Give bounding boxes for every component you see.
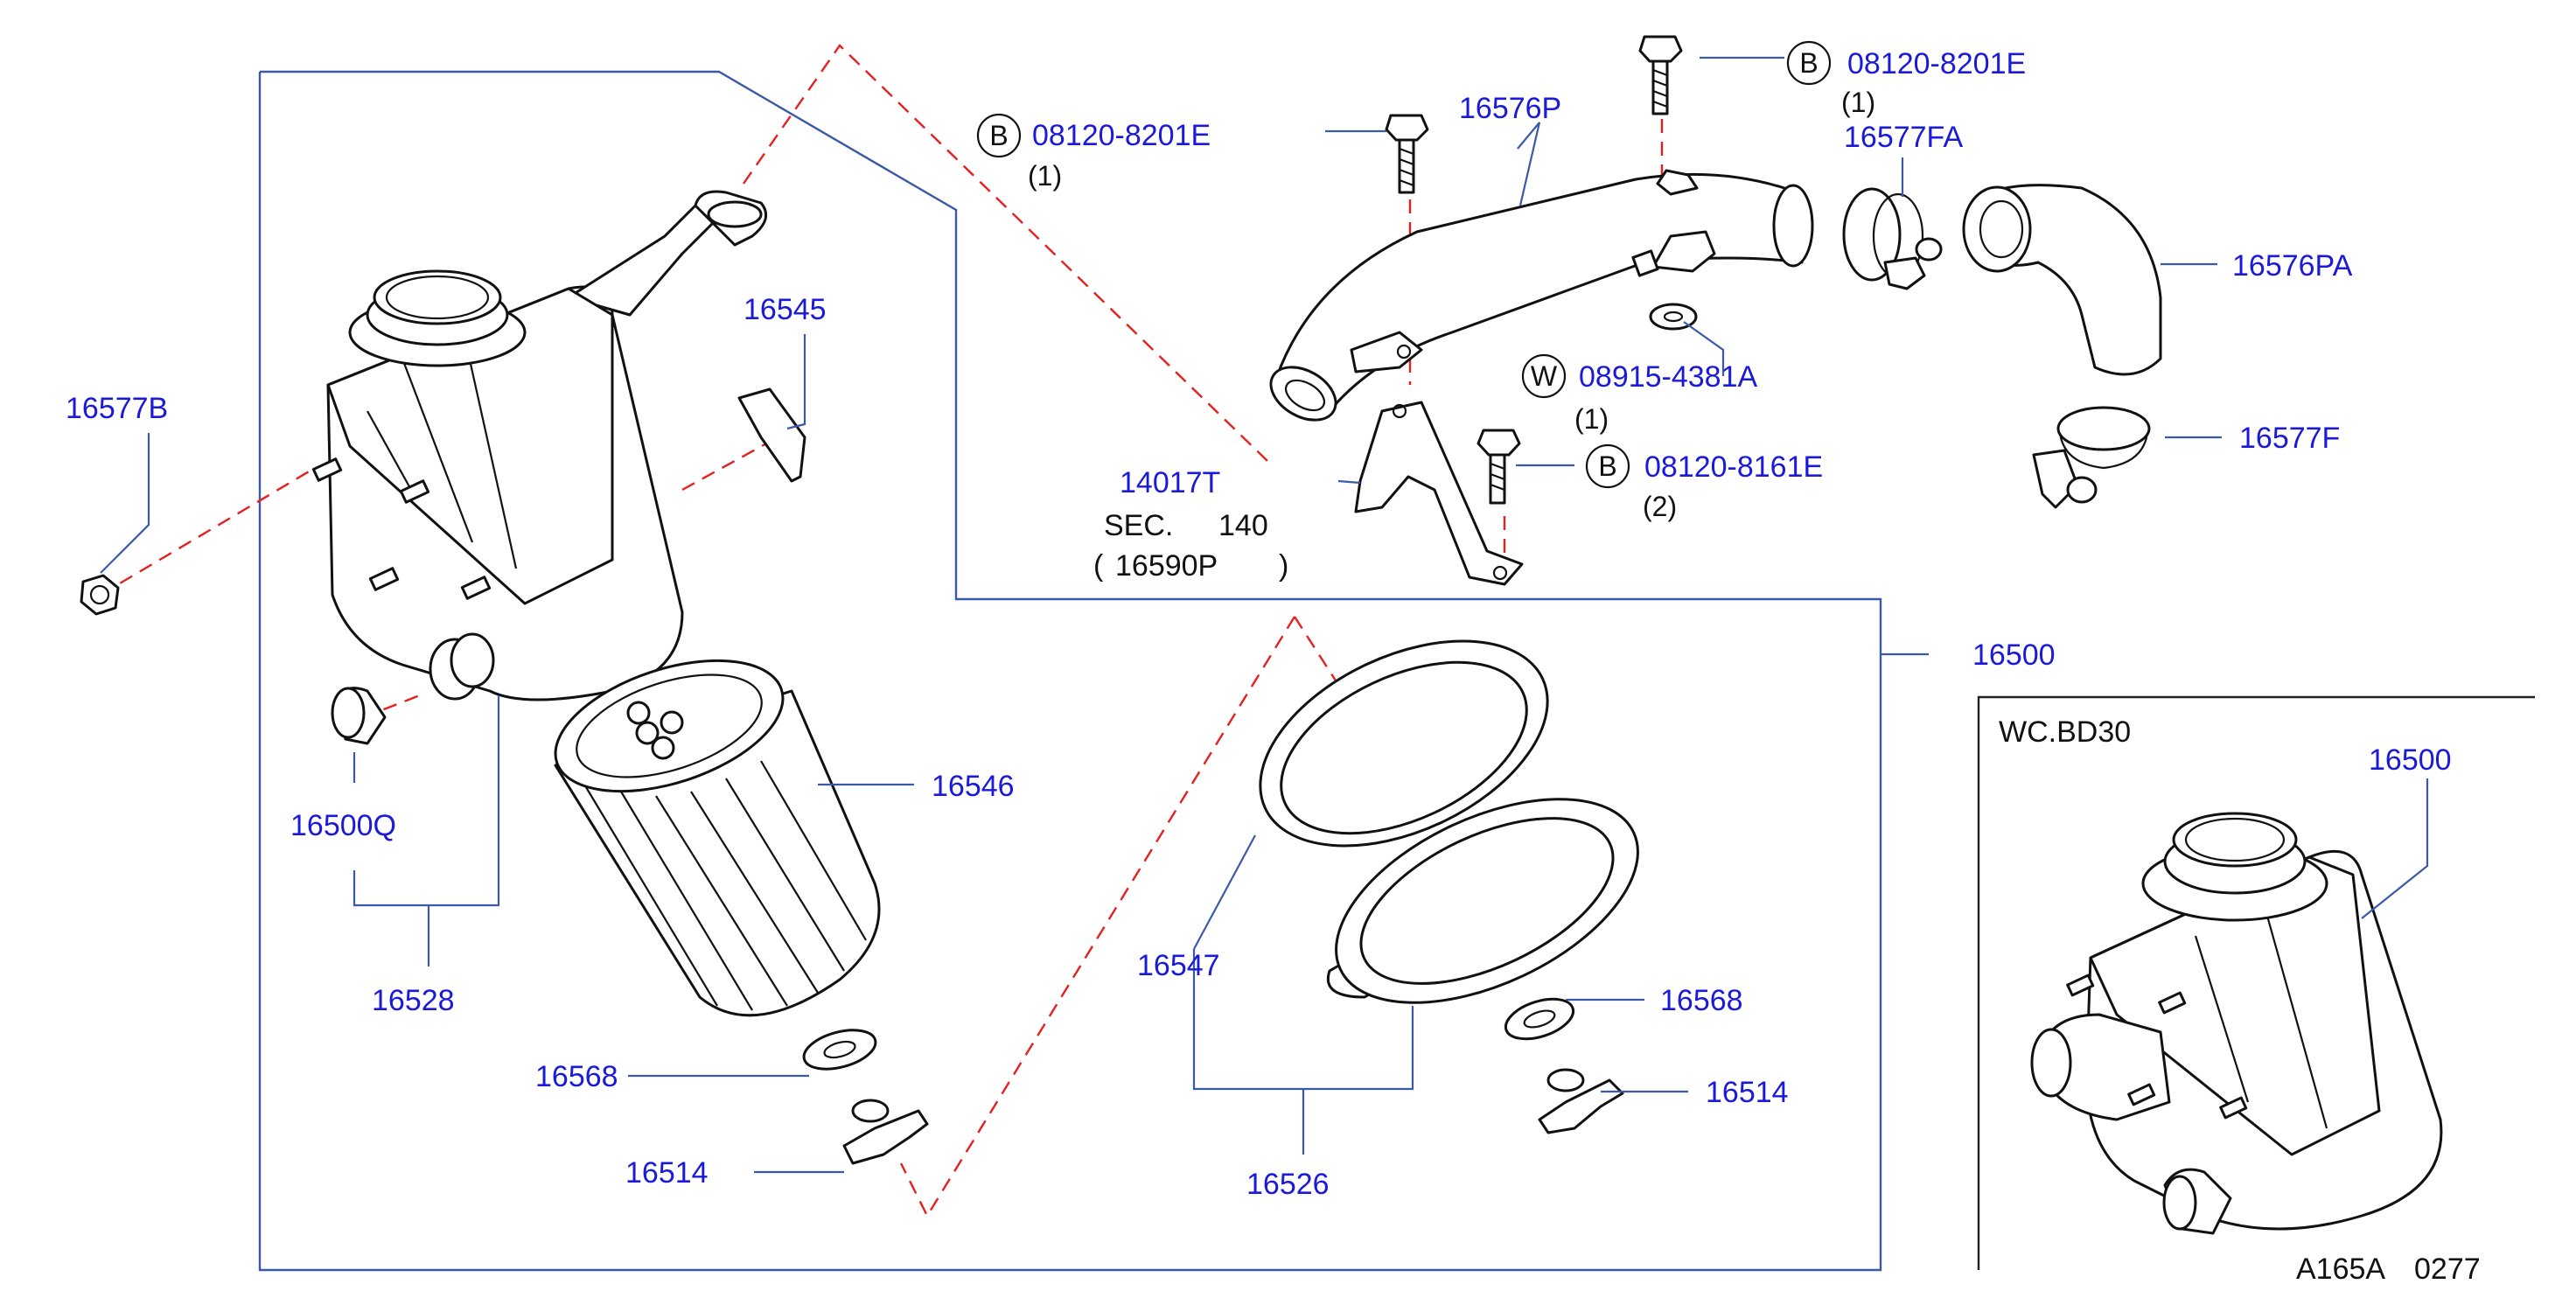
section-reference: SEC. 140 ( 16590P ) (1093, 509, 1288, 583)
bracket-16545 (737, 387, 806, 483)
bolt2-number: 08120-8201E (1847, 47, 2026, 80)
wing-nut-16514-right (1538, 1068, 1624, 1134)
bolt1-qty: (1) (1028, 160, 1062, 192)
bolt3-symbol: B (1598, 450, 1616, 482)
label-16576P: 16576P (1459, 92, 1561, 125)
cover-16526 (1327, 798, 1639, 1004)
valve-16500Q (331, 687, 387, 745)
gasket-16547 (1259, 639, 1549, 848)
label-16500: 16500 (1972, 639, 2056, 672)
label-16568-left: 16568 (535, 1060, 618, 1093)
studs (311, 457, 492, 600)
washer-16568-left (802, 1029, 877, 1071)
label-16577FA: 16577FA (1844, 121, 1963, 154)
bolt1-number: 08120-8201E (1032, 119, 1211, 152)
assembly-frame (258, 70, 1882, 1272)
callout-bolt2: B 08120-8201E (1) (1786, 40, 2026, 118)
label-16545: 16545 (743, 293, 827, 326)
washer-number: 08915-4381A (1579, 360, 1758, 394)
bolt-08120-8201E-a (1385, 114, 1429, 194)
label-16514-right: 16514 (1706, 1076, 1789, 1109)
label-16577F: 16577F (2239, 422, 2340, 455)
section-part: 16590P (1115, 549, 1218, 583)
inset-air-cleaner (2030, 812, 2443, 1235)
label-16547: 16547 (1137, 949, 1220, 982)
washer-qty: (1) (1574, 403, 1609, 435)
label-16514-left: 16514 (625, 1156, 709, 1190)
wing-nut-16514-left (842, 1099, 929, 1165)
label-16546: 16546 (932, 770, 1015, 803)
washer-symbol: W (1531, 360, 1558, 392)
label-16568-right: 16568 (1660, 984, 1743, 1017)
callout-bolt3: B 08120-8161E (2) (1585, 443, 1823, 522)
label-14017T: 14017T (1120, 466, 1220, 499)
callout-bolt1: B 08120-8201E (1) (976, 113, 1211, 192)
bolt-08120-8161E (1476, 429, 1521, 505)
bolt2-qty: (1) (1841, 87, 1875, 118)
leader-lines (100, 56, 2429, 1174)
reference-dash-lines (100, 44, 1664, 1218)
label-16576PA: 16576PA (2232, 249, 2353, 283)
air-cleaner-body (311, 190, 768, 701)
bracket-14017T (1354, 401, 1524, 586)
clamp-16577F (2032, 406, 2151, 509)
filter-element-16546 (554, 659, 881, 1017)
bolt-08120-8201E-b (1638, 35, 1683, 115)
inset-frame (1977, 695, 2535, 1270)
inset-title: WC.BD30 (1999, 715, 2131, 749)
washer-16568-right (1504, 997, 1575, 1041)
elbow-hose-16576PA (1962, 184, 2162, 376)
bolt2-symbol: B (1799, 47, 1818, 79)
clamp-16577FA (1842, 187, 1943, 290)
label-16500-inset: 16500 (2369, 743, 2452, 777)
label-16528: 16528 (372, 984, 455, 1017)
bolt1-symbol: B (989, 120, 1008, 151)
callout-washer: W 08915-4381A (1) (1521, 353, 1758, 435)
figure-code-prefix: A165A (2296, 1253, 2385, 1286)
intake-pipe-16576P (1269, 169, 1814, 422)
section-sec-number: 140 (1218, 509, 1268, 542)
bolt3-number: 08120-8161E (1644, 450, 1823, 484)
label-16526: 16526 (1246, 1168, 1330, 1201)
label-16500Q: 16500Q (290, 809, 396, 842)
section-paren-open: ( (1093, 549, 1104, 583)
section-sec-label: SEC. (1104, 509, 1173, 542)
section-paren-close: ) (1279, 549, 1288, 583)
label-16577B: 16577B (66, 392, 168, 425)
figure-code-number: 0277 (2414, 1253, 2481, 1286)
bolt3-qty: (2) (1643, 491, 1677, 522)
nut-16577B (80, 574, 120, 616)
